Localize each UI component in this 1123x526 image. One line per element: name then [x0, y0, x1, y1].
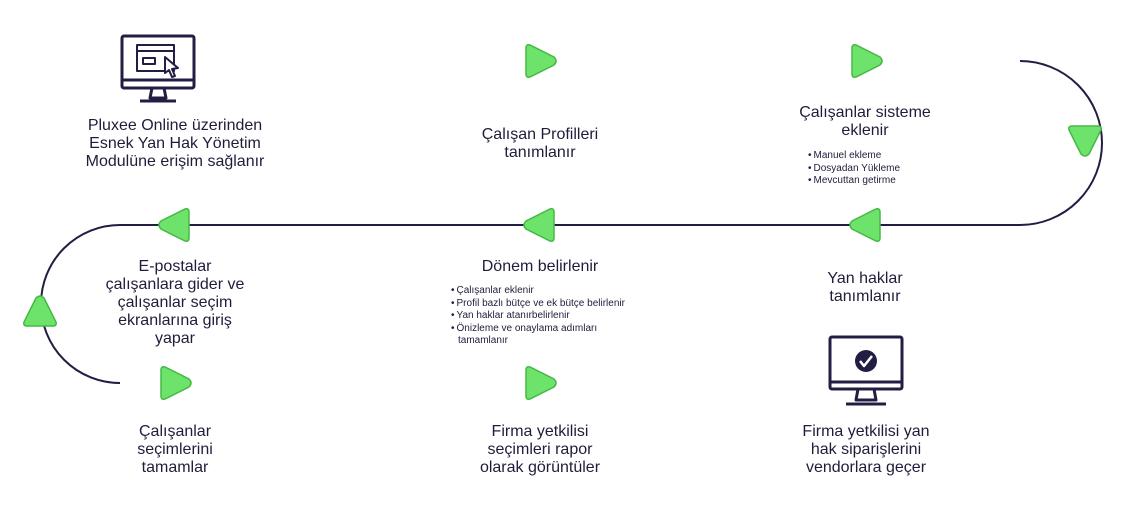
bullet-item: Manuel ekleme: [808, 150, 938, 163]
bullet-item: Dosyadan Yükleme: [808, 163, 938, 176]
flow-node-3: [1068, 125, 1102, 157]
flow-node-2: [851, 44, 883, 78]
bullet-item: Profil bazlı bütçe ve ek bütçe belirleni…: [451, 298, 681, 311]
flow-node-8: [160, 366, 192, 400]
bullet-item: Mevcuttan getirme: [808, 175, 938, 188]
flow-line-right-curve: [1019, 60, 1103, 226]
computer-click-icon: [120, 34, 196, 103]
flow-node-7: [23, 295, 57, 327]
step-5-bullets: Çalışanlar eklenir Profil bazlı bütçe ve…: [451, 285, 681, 348]
step-3-bullets: Manuel ekleme Dosyadan Yükleme Mevcuttan…: [808, 150, 938, 188]
bullet-item: Çalışanlar eklenir: [451, 285, 681, 298]
bullet-item: Önizleme ve onaylama adımları: [451, 323, 681, 336]
bullet-item: Yan haklar atanırbelirlenir: [451, 310, 681, 323]
flow-node-9: [525, 366, 557, 400]
flow-node-6: [158, 208, 190, 242]
step-5-label: Dönem belirlenir: [481, 258, 599, 275]
flow-node-4: [849, 208, 881, 242]
monitor-check-icon: [828, 335, 904, 406]
flow-node-1: [525, 44, 557, 78]
bullet-item: tamamlanır: [458, 335, 509, 346]
flow-node-5: [523, 208, 555, 242]
